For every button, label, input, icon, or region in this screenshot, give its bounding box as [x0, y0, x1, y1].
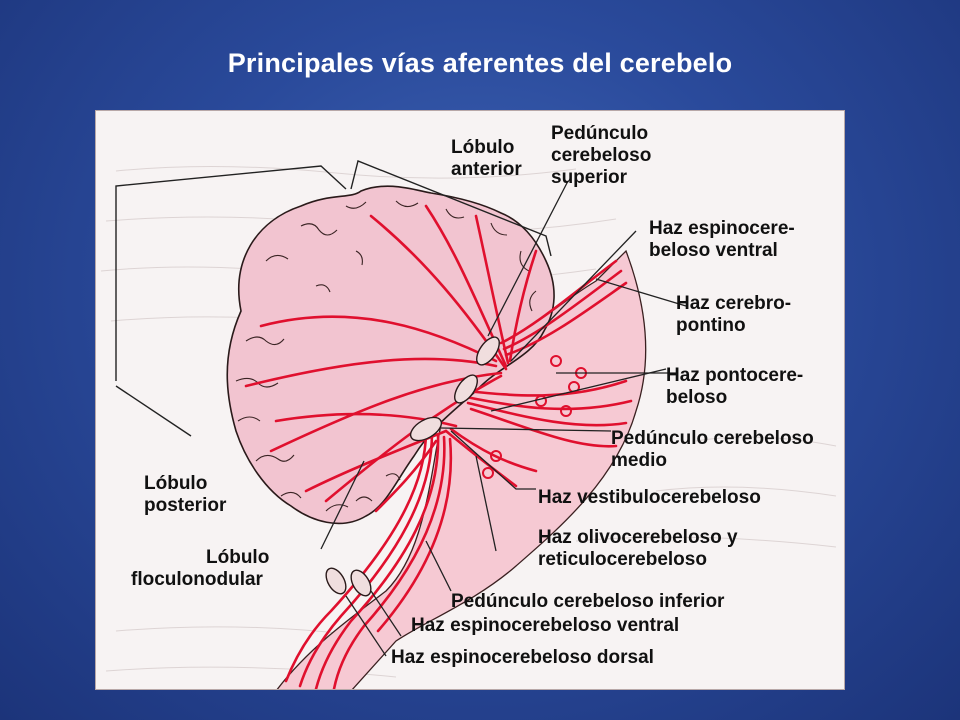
cerebellum-folia — [235, 200, 537, 512]
label-haz-vestibulocerebeloso: Haz vestibulocerebeloso — [538, 487, 761, 508]
label-haz-espinocerebeloso-ventral-top: Haz espinocere- beloso ventral — [649, 218, 800, 261]
lobe-brackets — [115, 160, 552, 437]
leader-lines — [320, 180, 687, 657]
label-lobulo-posterior: Lóbulo posterior — [144, 473, 227, 516]
peduncle-cuts — [325, 336, 500, 597]
label-haz-espinocerebeloso-dorsal: Haz espinocerebeloso dorsal — [391, 647, 654, 668]
cerebellum-shape — [226, 185, 555, 525]
label-pedunculo-inferior: Pedúnculo cerebeloso inferior — [451, 591, 725, 612]
label-haz-cerebropontino: Haz cerebro- pontino — [676, 293, 796, 336]
nucleus-markers — [482, 355, 587, 479]
label-lobulo-floculonodular: Lóbulo floculonodular — [131, 547, 275, 590]
brainstem-shape — [276, 249, 647, 689]
label-haz-espinocerebeloso-ventral-bottom: Haz espinocerebeloso ventral — [411, 615, 679, 636]
label-haz-pontocerebeloso: Haz pontocere- beloso — [666, 365, 809, 408]
diagram-labels: Lóbulo anterior Pedúnculo cerebeloso sup… — [131, 123, 819, 668]
diagram-panel: Lóbulo anterior Pedúnculo cerebeloso sup… — [95, 110, 845, 690]
label-pedunculo-superior: Pedúnculo cerebeloso superior — [551, 123, 657, 188]
label-lobulo-anterior: Lóbulo anterior — [451, 137, 522, 180]
afferent-tracts — [244, 204, 633, 689]
slide-title: Principales vías aferentes del cerebelo — [227, 48, 733, 78]
label-pedunculo-medio: Pedúnculo cerebeloso medio — [611, 428, 819, 471]
cerebellum-afferent-diagram: Lóbulo anterior Pedúnculo cerebeloso sup… — [100, 123, 837, 689]
label-haz-olivocerebeloso: Haz olivocerebeloso y reticulocerebeloso — [538, 527, 743, 570]
